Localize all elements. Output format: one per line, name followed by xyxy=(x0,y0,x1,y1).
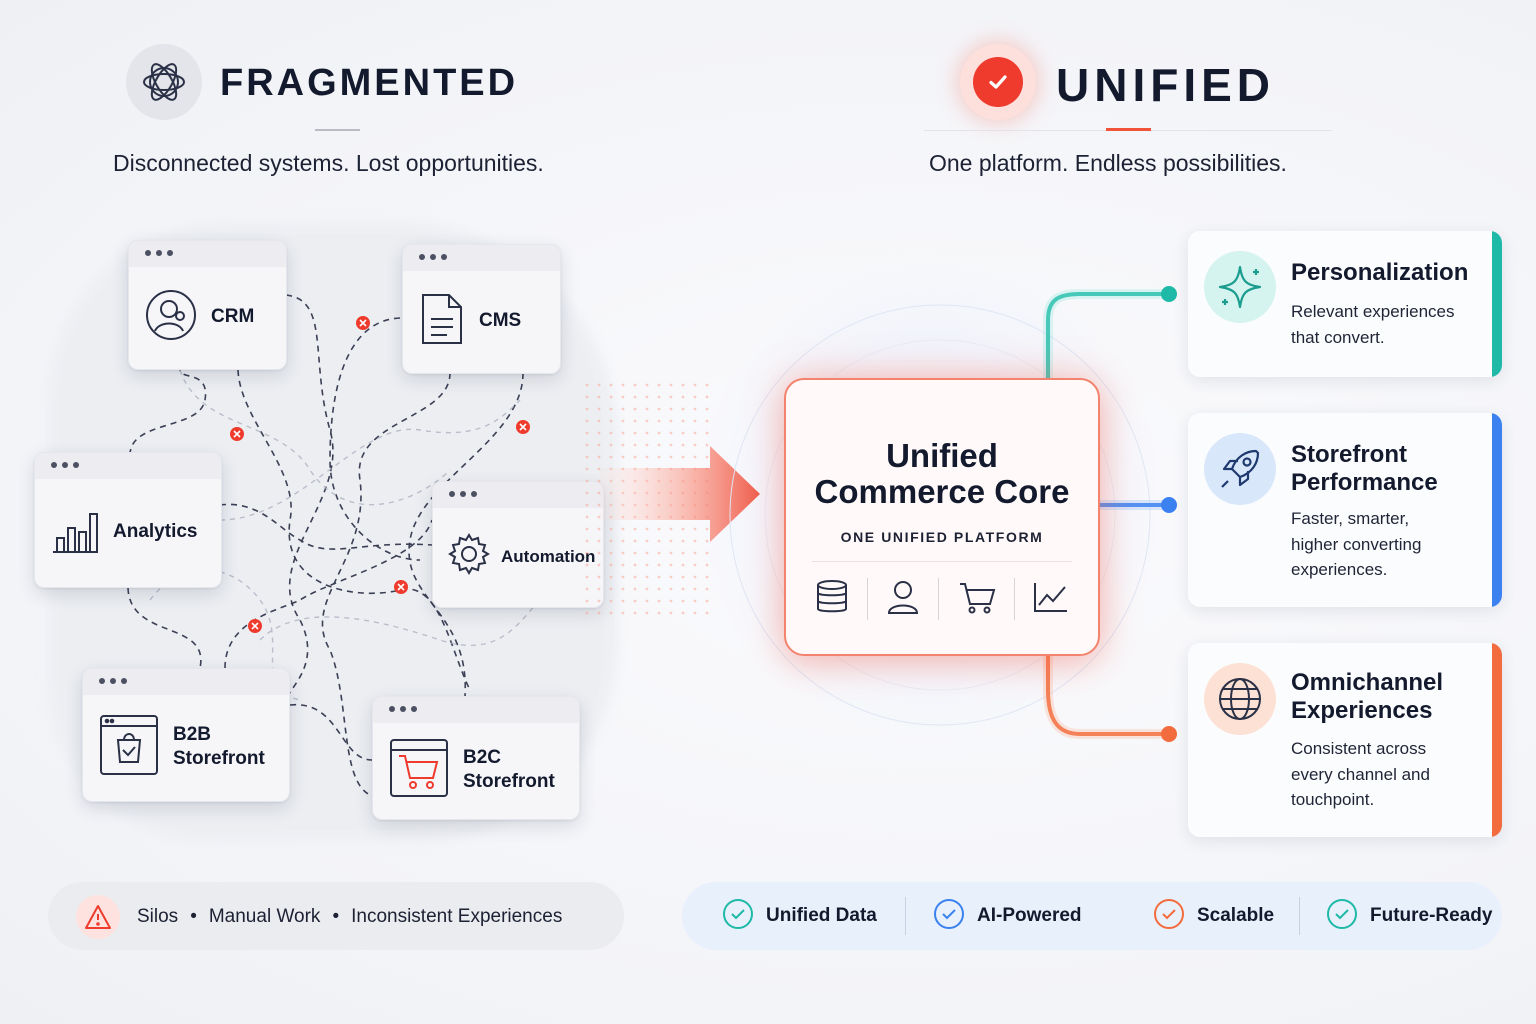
window-dots-icon xyxy=(145,250,173,256)
sparkle-icon xyxy=(1204,251,1276,323)
b2b-label: B2B Storefront xyxy=(173,723,265,771)
unified-commerce-core: Unified Commerce Core ONE UNIFIED PLATFO… xyxy=(784,378,1100,656)
window-dots-icon xyxy=(389,706,417,712)
window-dots-icon xyxy=(449,491,477,497)
cms-label: CMS xyxy=(479,310,522,332)
b2c-label-line1: B2C xyxy=(463,747,502,769)
automation-label: Automation xyxy=(501,546,596,566)
unified-title: UNIFIED xyxy=(1056,59,1275,111)
storefront-cart-icon xyxy=(389,738,449,803)
feature-title: Omnichannel Experiences xyxy=(1291,669,1444,725)
card-accent xyxy=(1492,413,1502,607)
feature-card-omnichannel: Omnichannel Experiences Consistent acros… xyxy=(1188,643,1502,837)
divider xyxy=(1013,578,1015,620)
feature-description: Consistent across every channel and touc… xyxy=(1291,739,1430,809)
rocket-icon xyxy=(1204,433,1276,505)
cart-icon xyxy=(958,580,996,619)
b2b-label-line1: B2B xyxy=(173,724,212,746)
feature-title: Personalization xyxy=(1291,259,1469,286)
core-title: Unified Commerce Core xyxy=(786,437,1098,511)
check-badge-icon xyxy=(960,44,1036,120)
issues-list: Silos • Manual Work • Inconsistent Exper… xyxy=(137,906,562,928)
benefit-item: Scalable xyxy=(1153,898,1299,935)
user-icon xyxy=(886,579,920,620)
benefit-item: Future-Ready xyxy=(1300,898,1492,935)
tangled-connections xyxy=(127,294,541,796)
atom-icon xyxy=(126,44,202,120)
core-title-line2: Commerce Core xyxy=(814,473,1070,511)
b2b-storefront-window: B2B Storefront xyxy=(82,668,290,802)
divider xyxy=(938,578,940,620)
crm-label: CRM xyxy=(211,306,255,328)
separator-dot: • xyxy=(332,906,340,927)
analytics-window: Analytics xyxy=(34,452,222,588)
warning-icon xyxy=(76,895,120,939)
document-icon xyxy=(419,291,465,352)
transition-arrow xyxy=(580,380,760,620)
feature-connectors xyxy=(1043,286,1177,742)
fragmented-subtitle: Disconnected systems. Lost opportunities… xyxy=(113,150,544,176)
fragmented-title: FRAGMENTED xyxy=(220,62,519,104)
crm-window: CRM xyxy=(128,240,287,370)
feature-card-personalization: Personalization Relevant experiences tha… xyxy=(1188,231,1502,377)
user-icon xyxy=(145,289,197,346)
database-icon xyxy=(815,579,849,620)
unified-subtitle: One platform. Endless possibilities. xyxy=(929,150,1287,176)
divider xyxy=(867,578,869,620)
gear-icon xyxy=(447,532,491,581)
divider xyxy=(1299,897,1300,935)
window-dots-icon xyxy=(99,678,127,684)
feature-title: Storefront Performance xyxy=(1291,441,1438,497)
core-subtitle: ONE UNIFIED PLATFORM xyxy=(840,529,1044,545)
issue-item: Silos xyxy=(137,906,179,927)
issue-item: Manual Work xyxy=(208,906,321,927)
b2c-label-line2: Storefront xyxy=(463,771,555,792)
benefits-list: Unified Data AI-Powered Scalable Future-… xyxy=(682,882,1502,950)
issues-bar xyxy=(48,882,624,950)
check-circle-icon xyxy=(933,898,965,935)
benefit-item: Unified Data xyxy=(682,898,905,935)
card-accent xyxy=(1492,643,1502,837)
divider-accent xyxy=(1106,128,1151,131)
feature-description: Faster, smarter, higher converting exper… xyxy=(1291,509,1422,579)
globe-icon xyxy=(1204,663,1276,735)
storefront-bag-icon xyxy=(99,714,159,781)
benefit-item: AI-Powered xyxy=(906,898,1129,935)
core-rings xyxy=(729,304,1151,726)
chart-icon xyxy=(1033,581,1069,618)
issue-item: Inconsistent Experiences xyxy=(351,906,563,927)
benefits-bar xyxy=(682,882,1502,950)
feature-description: Relevant experiences that convert. xyxy=(1291,302,1455,347)
feature-card-storefront-performance: Storefront Performance Faster, smarter, … xyxy=(1188,413,1502,607)
card-accent xyxy=(1492,231,1502,377)
check-circle-icon xyxy=(1326,898,1358,935)
automation-window: Automation xyxy=(432,481,604,608)
check-circle-icon xyxy=(1153,898,1185,935)
window-dots-icon xyxy=(419,254,447,260)
bar-chart-icon xyxy=(51,506,99,559)
analytics-label: Analytics xyxy=(113,521,198,543)
separator-dot: • xyxy=(190,906,197,927)
cms-window: CMS xyxy=(402,244,561,374)
divider xyxy=(812,561,1072,562)
window-dots-icon xyxy=(51,462,79,468)
core-title-line1: Unified xyxy=(886,437,998,474)
check-circle-icon xyxy=(722,898,754,935)
divider xyxy=(905,897,906,935)
b2b-label-line2: Storefront xyxy=(173,748,265,769)
b2c-storefront-window: B2C Storefront xyxy=(372,696,580,820)
b2c-label: B2C Storefront xyxy=(463,746,555,794)
divider xyxy=(315,129,360,131)
